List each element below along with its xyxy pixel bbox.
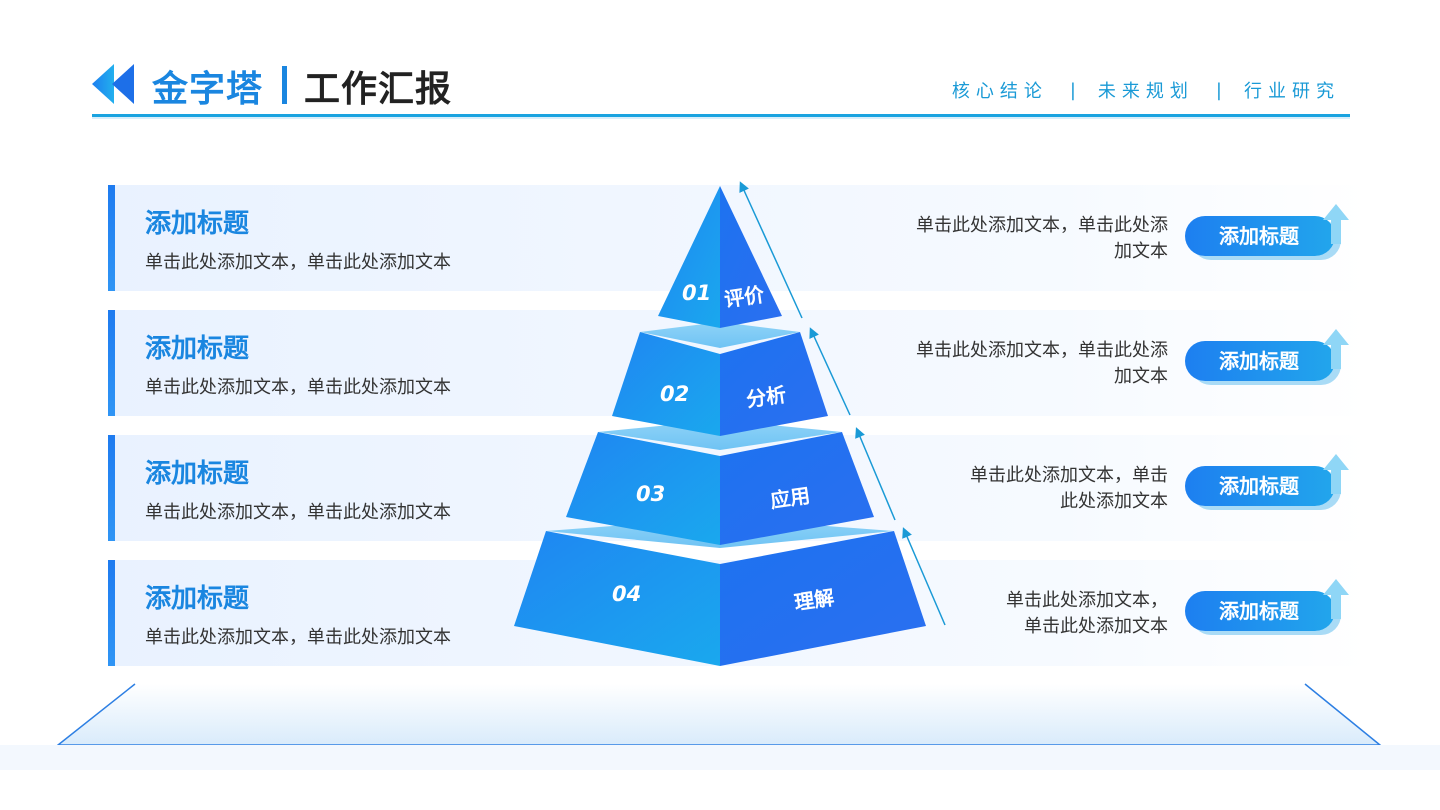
row-1-right-line: 单击此处添加文本，单击此处添 加文本 (916, 215, 1168, 262)
row-2-title-button[interactable]: 添加标题 (1185, 329, 1349, 385)
pill-background (1185, 591, 1335, 631)
pill-label: 添加标题 (1219, 349, 1299, 373)
tier-1-left (658, 186, 720, 328)
row-accent-bar (108, 560, 115, 666)
pill-label: 添加标题 (1219, 599, 1299, 623)
row-2-right-text: 单击此处添加文本，单击此处添 加文本 (868, 338, 1168, 390)
page-title-part2: 工作汇报 (304, 69, 453, 110)
row-2-right-line: 单击此处添加文本，单击此处添 加文本 (916, 340, 1168, 387)
row-2-title: 添加标题 (145, 334, 250, 364)
tier-2-left (612, 332, 720, 436)
row-3-text: 单击此处添加文本，单击此处添加文本 (145, 502, 451, 523)
row-3-title: 添加标题 (145, 459, 250, 489)
row-accent-bar (108, 435, 115, 541)
row-1-text: 单击此处添加文本，单击此处添加文本 (145, 252, 451, 273)
row-1-title: 添加标题 (145, 209, 250, 239)
arrow-2 (809, 327, 851, 416)
pill-background (1185, 466, 1335, 506)
double-chevron-left-icon (92, 64, 134, 104)
nav-item-research[interactable]: 行业研究 (1244, 81, 1340, 102)
tier-2-number: 02 (660, 382, 690, 406)
floor-fade (0, 745, 1440, 770)
top-nav: 核心结论 | 未来规划 | 行业研究 (952, 77, 1340, 103)
row-4-right-line: 单击此处添加文本， 单击此处添加文本 (1006, 590, 1168, 637)
row-4-text: 单击此处添加文本，单击此处添加文本 (145, 627, 451, 648)
nav-item-conclusion[interactable]: 核心结论 (951, 81, 1048, 102)
tier-2-right (720, 332, 828, 436)
tier-3-number: 03 (636, 482, 666, 506)
pill-label: 添加标题 (1219, 474, 1299, 498)
row-3-title-button[interactable]: 添加标题 (1185, 454, 1349, 510)
pill-label: 添加标题 (1219, 224, 1299, 248)
row-accent-bar (108, 310, 115, 416)
tier-1-number: 01 (682, 281, 712, 305)
nav-item-planning[interactable]: 未来规划 (1097, 81, 1194, 102)
row-3-right-line: 单击此处添加文本，单击 此处添加文本 (970, 465, 1168, 512)
tier-1-right (720, 186, 782, 328)
up-arrow-icon (1323, 329, 1349, 369)
row-2-text: 单击此处添加文本，单击此处添加文本 (145, 377, 451, 398)
arrow-3 (855, 427, 896, 521)
tier-4-right (720, 531, 926, 666)
up-arrow-icon (1323, 204, 1349, 244)
tier-3-label: 应用 (768, 483, 812, 513)
title-divider (282, 66, 287, 104)
floor-base (58, 684, 1380, 745)
row-4-title-button[interactable]: 添加标题 (1185, 579, 1349, 635)
pill-background (1185, 341, 1335, 381)
tier-3-right (720, 432, 874, 545)
tier-2-top (640, 322, 800, 348)
tier-3-left (566, 432, 720, 545)
tier-2-label: 分析 (744, 382, 788, 412)
row-accent-bar (108, 185, 115, 291)
pill-background (1185, 216, 1335, 256)
up-arrow-icon (1323, 454, 1349, 494)
nav-separator: | (1069, 79, 1076, 101)
row-3-right-text: 单击此处添加文本，单击 此处添加文本 (868, 463, 1168, 515)
row-1-title-button[interactable]: 添加标题 (1185, 204, 1349, 260)
arrow-1 (739, 181, 803, 319)
header-underline (92, 114, 1350, 119)
arrow-4 (902, 527, 946, 626)
row-4-title: 添加标题 (145, 584, 250, 614)
nav-separator: | (1215, 79, 1222, 101)
tier-4-label: 理解 (792, 585, 836, 615)
up-arrow-icon (1323, 579, 1349, 619)
tier-4-number: 04 (612, 582, 642, 606)
tier-4-left (514, 531, 720, 666)
tier-1-label: 评价 (722, 282, 766, 312)
row-1-right-text: 单击此处添加文本，单击此处添 加文本 (868, 213, 1168, 265)
row-4-right-text: 单击此处添加文本， 单击此处添加文本 (868, 588, 1168, 640)
page-title-part1: 金字塔 (152, 69, 264, 110)
